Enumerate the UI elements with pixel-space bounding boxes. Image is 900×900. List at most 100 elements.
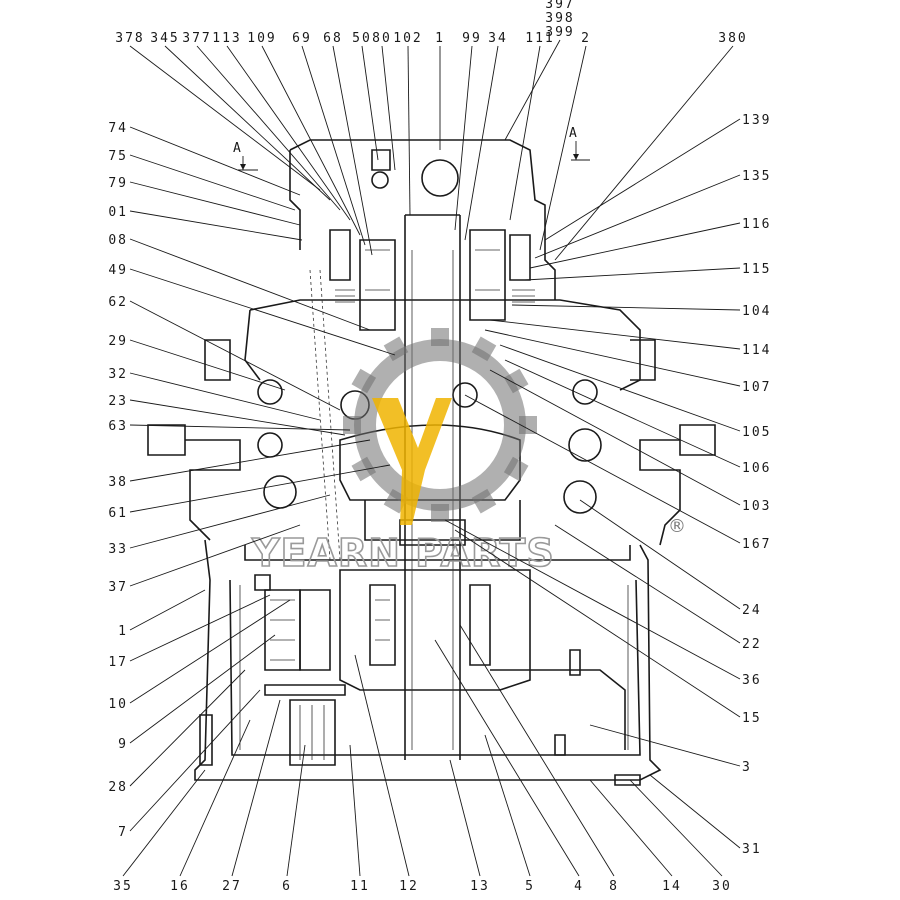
callout-top-80: 80	[372, 31, 392, 46]
section-mark-right: A	[569, 126, 590, 161]
callout-top-2-leader	[539, 45, 587, 251]
callout-left-1-leader	[129, 589, 206, 631]
callout-right-167: 167	[742, 537, 771, 552]
callout-left-61: 61	[108, 506, 128, 521]
callout-left-74: 74	[108, 121, 128, 136]
callout-top-34: 34	[488, 31, 508, 46]
callout-right-115: 115	[742, 262, 771, 277]
callout-right-116: 116	[742, 217, 771, 232]
callout-bottom-8: 8	[609, 879, 619, 894]
callout-right-36-leader	[444, 519, 741, 680]
callout-bottom-6: 6	[282, 879, 292, 894]
callout-left-7: 7	[118, 825, 128, 840]
callout-left-08-leader	[129, 238, 371, 331]
callout-bottom-16: 16	[170, 879, 190, 894]
callout-right-116-leader	[529, 222, 741, 269]
callout-right-103-leader	[489, 369, 741, 506]
callout-right-24-leader	[579, 499, 741, 610]
callout-top-80-leader	[381, 45, 396, 171]
gear-tooth	[343, 416, 361, 434]
callout-top-399: 399	[545, 25, 574, 40]
callout-top-34-leader	[464, 45, 499, 241]
watermark-logo	[343, 328, 537, 525]
callout-top-1: 1	[435, 31, 445, 46]
callout-left-01: 01	[108, 205, 128, 220]
callout-right-36: 36	[742, 673, 762, 688]
callout-top-111: 111	[525, 31, 554, 46]
callout-right-3-leader	[589, 724, 741, 767]
callout-bottom-30-leader	[629, 779, 723, 877]
callout-left-1: 1	[118, 624, 128, 639]
callout-top-69: 69	[292, 31, 312, 46]
callout-top-50-leader	[361, 45, 379, 161]
callout-right-135: 135	[742, 169, 771, 184]
callout-left-79-leader	[129, 181, 301, 226]
callout-left-10: 10	[108, 697, 128, 712]
gear-tooth	[351, 368, 377, 394]
callout-bottom-11-leader	[349, 744, 361, 877]
callout-left-23: 23	[108, 394, 128, 409]
callout-right-24: 24	[742, 603, 762, 618]
callout-left-49-leader	[129, 268, 396, 356]
callout-right-106: 106	[742, 461, 771, 476]
callout-bottom-14: 14	[662, 879, 682, 894]
gear-tooth	[503, 456, 529, 482]
callout-left-33-leader	[129, 494, 331, 549]
callout-right-106-leader	[504, 359, 741, 468]
callout-right-15: 15	[742, 711, 762, 726]
callout-bottom-5-leader	[484, 734, 531, 877]
callout-right-103: 103	[742, 499, 771, 514]
callout-top-345-leader	[164, 45, 331, 201]
callout-right-3: 3	[742, 760, 752, 775]
callout-left-29-leader	[129, 339, 286, 391]
callout-left-17: 17	[108, 655, 128, 670]
watermark-text: YEARN PARTS	[251, 531, 555, 575]
callout-top-111-leader	[509, 45, 541, 221]
callout-top-99-leader	[454, 45, 473, 231]
callout-left-62-leader	[129, 300, 341, 411]
callout-left-28: 28	[108, 780, 128, 795]
callout-bottom-4-leader	[434, 639, 580, 877]
callout-top-109: 109	[247, 31, 276, 46]
callout-bottom-6-leader	[286, 744, 306, 877]
callout-left-63: 63	[108, 419, 128, 434]
section-mark-left: A	[233, 141, 258, 171]
callout-top-399-leader	[504, 39, 561, 141]
callout-top-397: 397	[545, 0, 574, 12]
callout-bottom-12-leader	[354, 654, 410, 877]
callout-left-38: 38	[108, 475, 128, 490]
callout-top-113: 113	[212, 31, 241, 46]
callout-left-79: 79	[108, 176, 128, 191]
callout-bottom-14-leader	[589, 779, 673, 877]
callout-top-377-leader	[196, 45, 341, 211]
callout-left-10-leader	[129, 599, 291, 704]
gear-tooth	[351, 456, 377, 482]
callout-top-380: 380	[718, 31, 747, 46]
callout-top-109-leader	[261, 45, 361, 236]
callout-right-15-leader	[454, 529, 741, 718]
callout-top-102: 102	[393, 31, 422, 46]
callout-bottom-30: 30	[712, 879, 732, 894]
callout-top-102-leader	[407, 45, 411, 216]
callout-bottom-5: 5	[525, 879, 535, 894]
callout-top-377: 377	[182, 31, 211, 46]
callout-left-75-leader	[129, 154, 296, 211]
callout-top-398: 398	[545, 11, 574, 26]
callout-bottom-35: 35	[113, 879, 133, 894]
callout-bottom-13-leader	[449, 759, 481, 877]
callout-right-139-leader	[544, 118, 741, 241]
callout-left-37-leader	[129, 524, 301, 587]
gear-tooth	[431, 328, 449, 346]
callout-right-104-leader	[511, 304, 741, 311]
callout-top-378-leader	[129, 45, 321, 191]
callout-right-135-leader	[534, 174, 741, 259]
callout-right-107-leader	[484, 329, 741, 387]
gear-tooth	[471, 488, 497, 514]
callout-top-68-leader	[332, 45, 373, 256]
callout-right-105: 105	[742, 425, 771, 440]
callout-top-50: 50	[352, 31, 372, 46]
callout-left-9: 9	[118, 737, 128, 752]
callout-top-69-leader	[301, 45, 366, 246]
callout-right-105-leader	[499, 344, 741, 432]
